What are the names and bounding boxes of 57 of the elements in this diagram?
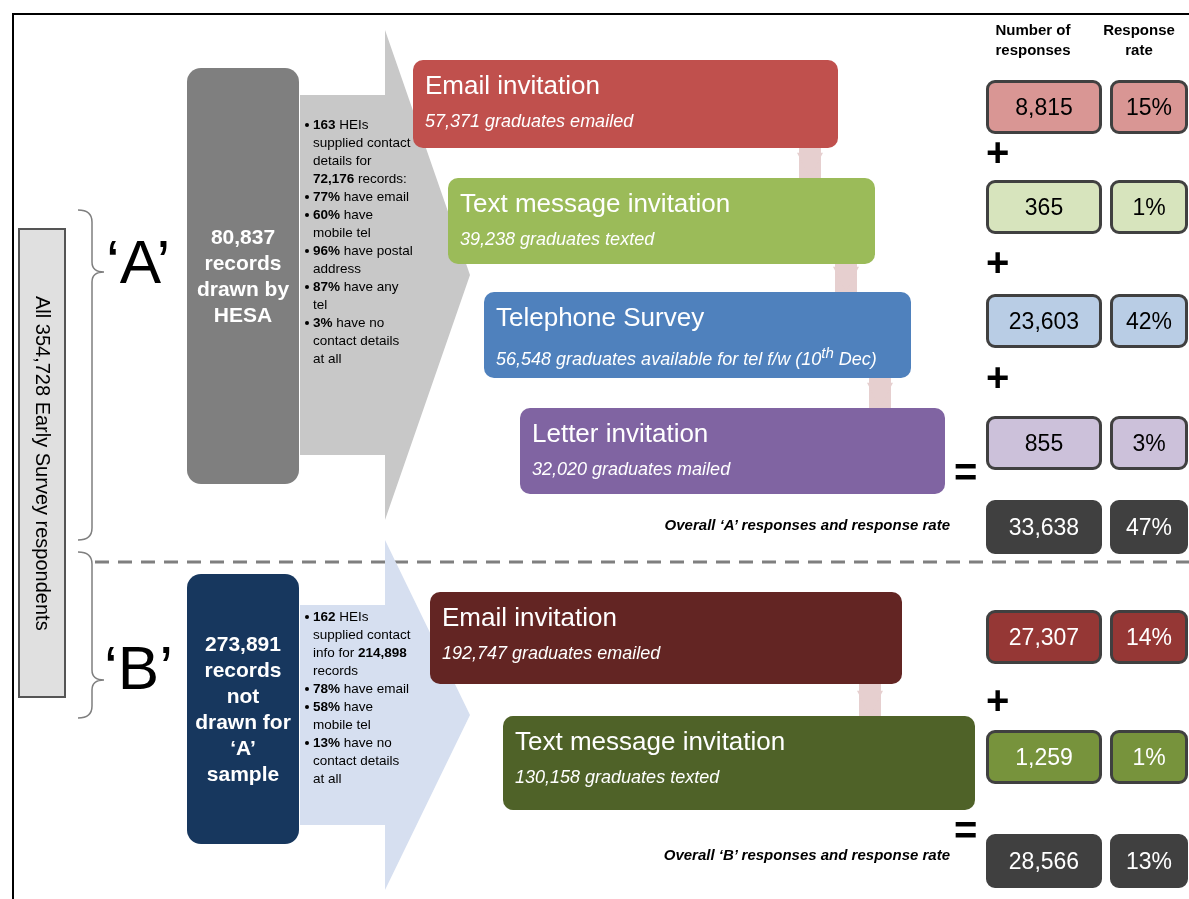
summary-note: Overall ‘A’ responses and response rate <box>663 516 950 533</box>
equals-sign: = <box>954 450 978 495</box>
response-count: 855 <box>986 416 1102 470</box>
plus-sign: + <box>986 678 1010 723</box>
response-count: 23,603 <box>986 294 1102 348</box>
response-rate: 13% <box>1110 834 1188 888</box>
box-title: Letter invitation <box>532 418 710 448</box>
block-arrow <box>867 378 893 408</box>
box-title: Text message invitation <box>460 188 732 218</box>
bullet-text: 3% have no contact details at all <box>313 315 400 366</box>
box-title: Email invitation <box>425 70 601 100</box>
process-box <box>413 60 838 148</box>
response-count: 27,307 <box>986 610 1102 664</box>
response-count: 28,566 <box>986 834 1102 888</box>
process-box <box>520 408 945 494</box>
plus-sign: + <box>986 240 1010 285</box>
response-count: 365 <box>986 180 1102 234</box>
bullet-text: 78% have email <box>313 681 410 696</box>
box-subtitle: 192,747 graduates emailed <box>442 642 662 664</box>
box-title: Email invitation <box>442 602 618 632</box>
group-letter: ‘A’ <box>106 226 171 297</box>
response-rate: 1% <box>1110 180 1188 234</box>
box-title: Text message invitation <box>515 726 787 756</box>
response-rate: 3% <box>1110 416 1188 470</box>
box-subtitle: 32,020 graduates mailed <box>532 458 732 480</box>
block-arrow <box>857 684 883 716</box>
box-subtitle: 130,158 graduates texted <box>515 766 721 788</box>
response-rate: 14% <box>1110 610 1188 664</box>
process-box <box>430 592 902 684</box>
response-rate: 42% <box>1110 294 1188 348</box>
box-title: Telephone Survey <box>496 302 706 332</box>
response-rate: 15% <box>1110 80 1188 134</box>
process-box <box>484 292 911 378</box>
response-count: 33,638 <box>986 500 1102 554</box>
bullet-text: 163 HEIs supplied contact details for 72,176 records: <box>313 117 411 186</box>
column-header: Response rate <box>1102 20 1176 60</box>
box-subtitle: 57,371 graduates emailed <box>425 110 635 132</box>
bullet-text: 13% have no contact details at all <box>313 735 400 786</box>
equals-sign: = <box>954 808 978 853</box>
response-count: 8,815 <box>986 80 1102 134</box>
records-box: 273,891 records not drawn for ‘A’ sample <box>187 574 299 844</box>
process-box <box>448 178 875 264</box>
response-rate: 1% <box>1110 730 1188 784</box>
records-box: 80,837 records drawn by HESA <box>187 68 299 484</box>
block-arrow <box>797 148 823 178</box>
rotated-label-box: All 354,728 Early Survey respondents <box>18 228 66 698</box>
box-subtitle: 39,238 graduates texted <box>460 228 656 250</box>
column-header: Number of responses <box>994 20 1072 60</box>
process-box <box>503 716 975 810</box>
response-count: 1,259 <box>986 730 1102 784</box>
summary-note: Overall ‘B’ responses and response rate <box>662 846 950 863</box>
bullet-text: 77% have email <box>313 189 410 204</box>
box-subtitle: 56,548 graduates available for tel f/w (10$^{th}$ Dec) <box>496 343 878 370</box>
response-rate: 47% <box>1110 500 1188 554</box>
plus-sign: + <box>986 355 1010 400</box>
group-letter: ‘B’ <box>104 632 173 703</box>
block-arrow <box>833 264 859 292</box>
